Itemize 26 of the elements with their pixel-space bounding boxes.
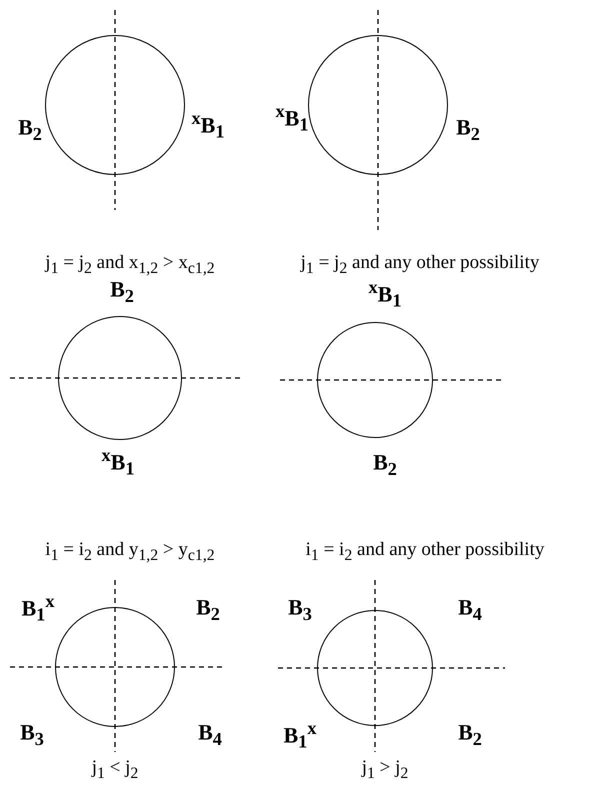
point-label: B$_{2}$ <box>456 116 480 144</box>
point-label: B$_{2}$ <box>458 722 482 748</box>
point-label: B$_{3}$ <box>20 722 44 748</box>
point-label: B$_{4}$ <box>198 722 222 748</box>
point-label: B$_{2}$ <box>196 596 220 624</box>
condition-caption: i$_{1}$ = i$_{2}$ and y$_{1,2}$ > y$_{c1,2}$ <box>45 540 215 564</box>
point-label: B$_{3}$ <box>288 596 312 624</box>
condition-caption: i$_{1}$ = i$_{2}$ and any other possibility <box>306 540 544 564</box>
circle <box>317 610 433 726</box>
circle <box>317 322 433 438</box>
condition-caption: j$_{1}$ = j$_{2}$ and any other possibility <box>300 253 540 277</box>
condition-caption: j$_{1}$ = j$_{2}$ and x$_{1,2}$ > x$_{c1,2}$ <box>45 253 215 277</box>
point-label: B$_{2}$ <box>373 452 397 478</box>
circle <box>308 35 448 175</box>
point-label: B$_{2}$ <box>18 116 42 144</box>
condition-caption: j$_{1}$ > j$_{2}$ <box>362 758 408 782</box>
circle <box>58 316 182 440</box>
circle <box>55 607 175 727</box>
point-label: B$_{2}$ <box>110 278 134 306</box>
point-label: $^{x}$B$_{1}$ <box>368 278 402 310</box>
condition-caption: j$_{1}$ < j$_{2}$ <box>92 758 138 782</box>
point-label: B$_{4}$ <box>458 596 482 624</box>
point-label: $^{x}$B$_{1}$ <box>191 108 225 142</box>
circle <box>45 35 185 175</box>
point-label: $^{x}$B$_{1}$ <box>275 102 309 134</box>
point-label: $^{x}$B$_{1}$ <box>101 446 135 478</box>
